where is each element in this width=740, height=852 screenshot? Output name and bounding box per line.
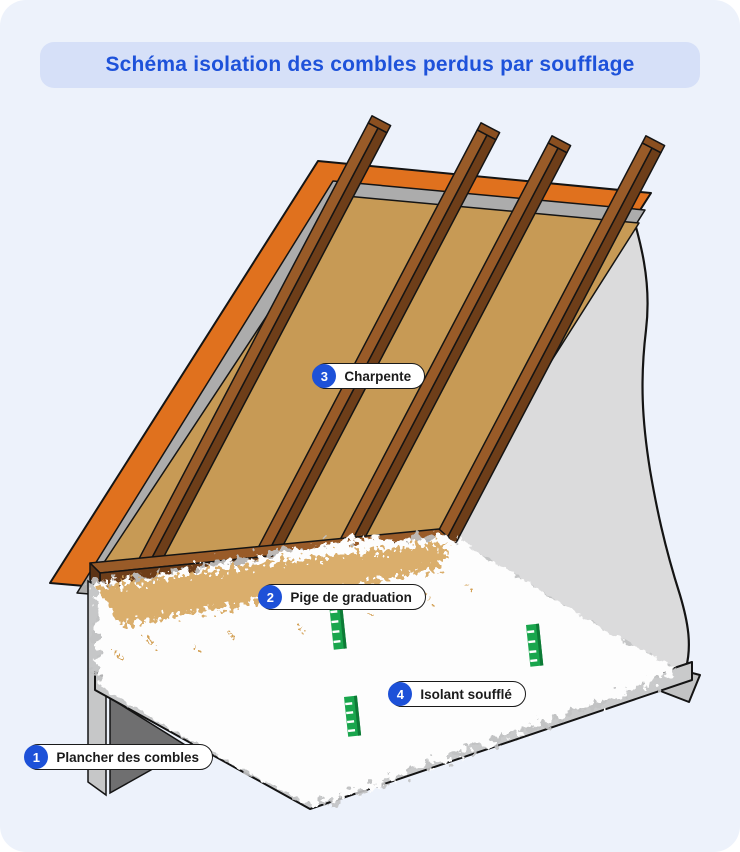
label-text: Pige de graduation — [290, 589, 412, 605]
label-charpente: 3 Charpente — [312, 363, 426, 389]
label-number-badge: 4 — [388, 682, 413, 706]
label-text: Plancher des combles — [56, 749, 199, 765]
graduation-ruler — [329, 602, 347, 650]
tan-speckle-dots — [115, 583, 471, 658]
label-number-badge: 1 — [24, 745, 49, 769]
label-number-badge: 3 — [312, 364, 337, 388]
label-isolant-souffle: 4 Isolant soufflé — [388, 681, 526, 707]
graduation-ruler — [526, 623, 544, 667]
label-pige-de-graduation: 2 Pige de graduation — [258, 584, 426, 610]
label-number-badge: 2 — [258, 585, 283, 609]
label-plancher-des-combles: 1 Plancher des combles — [24, 744, 213, 770]
page-title: Schéma isolation des combles perdus par … — [105, 53, 635, 76]
title-banner: Schéma isolation des combles perdus par … — [40, 42, 700, 88]
label-text: Charpente — [344, 368, 412, 384]
graduation-ruler — [344, 695, 362, 737]
label-text: Isolant soufflé — [420, 686, 512, 702]
rafter — [433, 135, 666, 550]
